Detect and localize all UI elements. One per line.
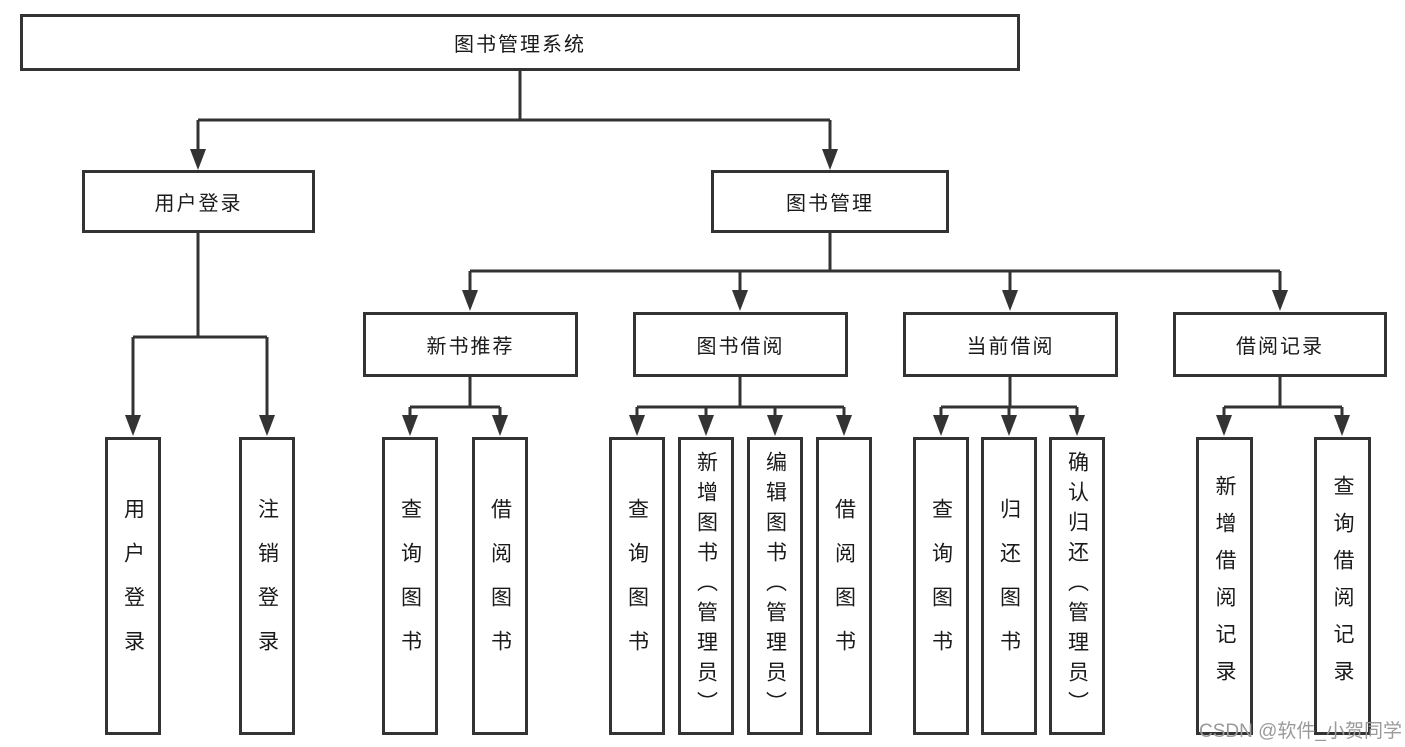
leaf-recommend-query-books: 查询图书 [382, 437, 438, 735]
node-label: 注销登录 [255, 498, 279, 674]
node-label: 新增图书（管理员） [694, 451, 718, 721]
node-new-book-recommendation: 新书推荐 [363, 312, 578, 377]
node-label: 借阅图书 [832, 498, 856, 674]
node-label: 借阅记录 [1236, 336, 1324, 358]
leaf-current-return-books: 归还图书 [981, 437, 1037, 735]
leaf-borrowing-query-books: 查询图书 [609, 437, 665, 735]
leaf-user-login: 用户登录 [105, 437, 161, 735]
leaf-logout-login: 注销登录 [239, 437, 295, 735]
node-user-login: 用户登录 [82, 170, 315, 233]
node-label: 新增借阅记录 [1213, 475, 1236, 697]
node-library-management-system: 图书管理系统 [20, 14, 1020, 71]
leaf-borrowing-add-books-admin: 新增图书（管理员） [678, 437, 734, 735]
node-label: 图书管理 [786, 193, 874, 215]
node-label: 编辑图书（管理员） [763, 451, 787, 721]
node-book-borrowing: 图书借阅 [633, 312, 848, 377]
node-book-management: 图书管理 [711, 170, 949, 233]
node-label: 当前借阅 [966, 336, 1055, 358]
node-label: 确认归还（管理员） [1065, 451, 1089, 721]
leaf-borrowing-borrow-books: 借阅图书 [816, 437, 872, 735]
node-label: 用户登录 [121, 498, 145, 674]
node-label: 归还图书 [997, 498, 1021, 674]
leaf-borrowing-edit-books-admin: 编辑图书（管理员） [747, 437, 803, 735]
node-label: 查询图书 [929, 498, 953, 674]
node-label: 借阅图书 [488, 498, 512, 674]
node-label: 查询图书 [398, 498, 422, 674]
node-label: 图书管理系统 [454, 34, 586, 56]
node-label: 查询借阅记录 [1331, 475, 1354, 697]
node-label: 查询图书 [625, 498, 649, 674]
node-label: 图书借阅 [696, 336, 785, 358]
node-label: 用户登录 [154, 193, 243, 215]
leaf-current-confirm-return-admin: 确认归还（管理员） [1049, 437, 1105, 735]
leaf-recommend-borrow-books: 借阅图书 [472, 437, 528, 735]
node-current-borrowing: 当前借阅 [903, 312, 1118, 377]
node-label: 新书推荐 [426, 336, 515, 358]
leaf-current-query-books: 查询图书 [913, 437, 969, 735]
leaf-records-add-borrow-record: 新增借阅记录 [1196, 437, 1253, 735]
leaf-records-query-borrow-record: 查询借阅记录 [1314, 437, 1371, 735]
node-borrowing-records: 借阅记录 [1173, 312, 1387, 377]
csdn-watermark: CSDN @软件_小贺同学 [1199, 721, 1402, 742]
